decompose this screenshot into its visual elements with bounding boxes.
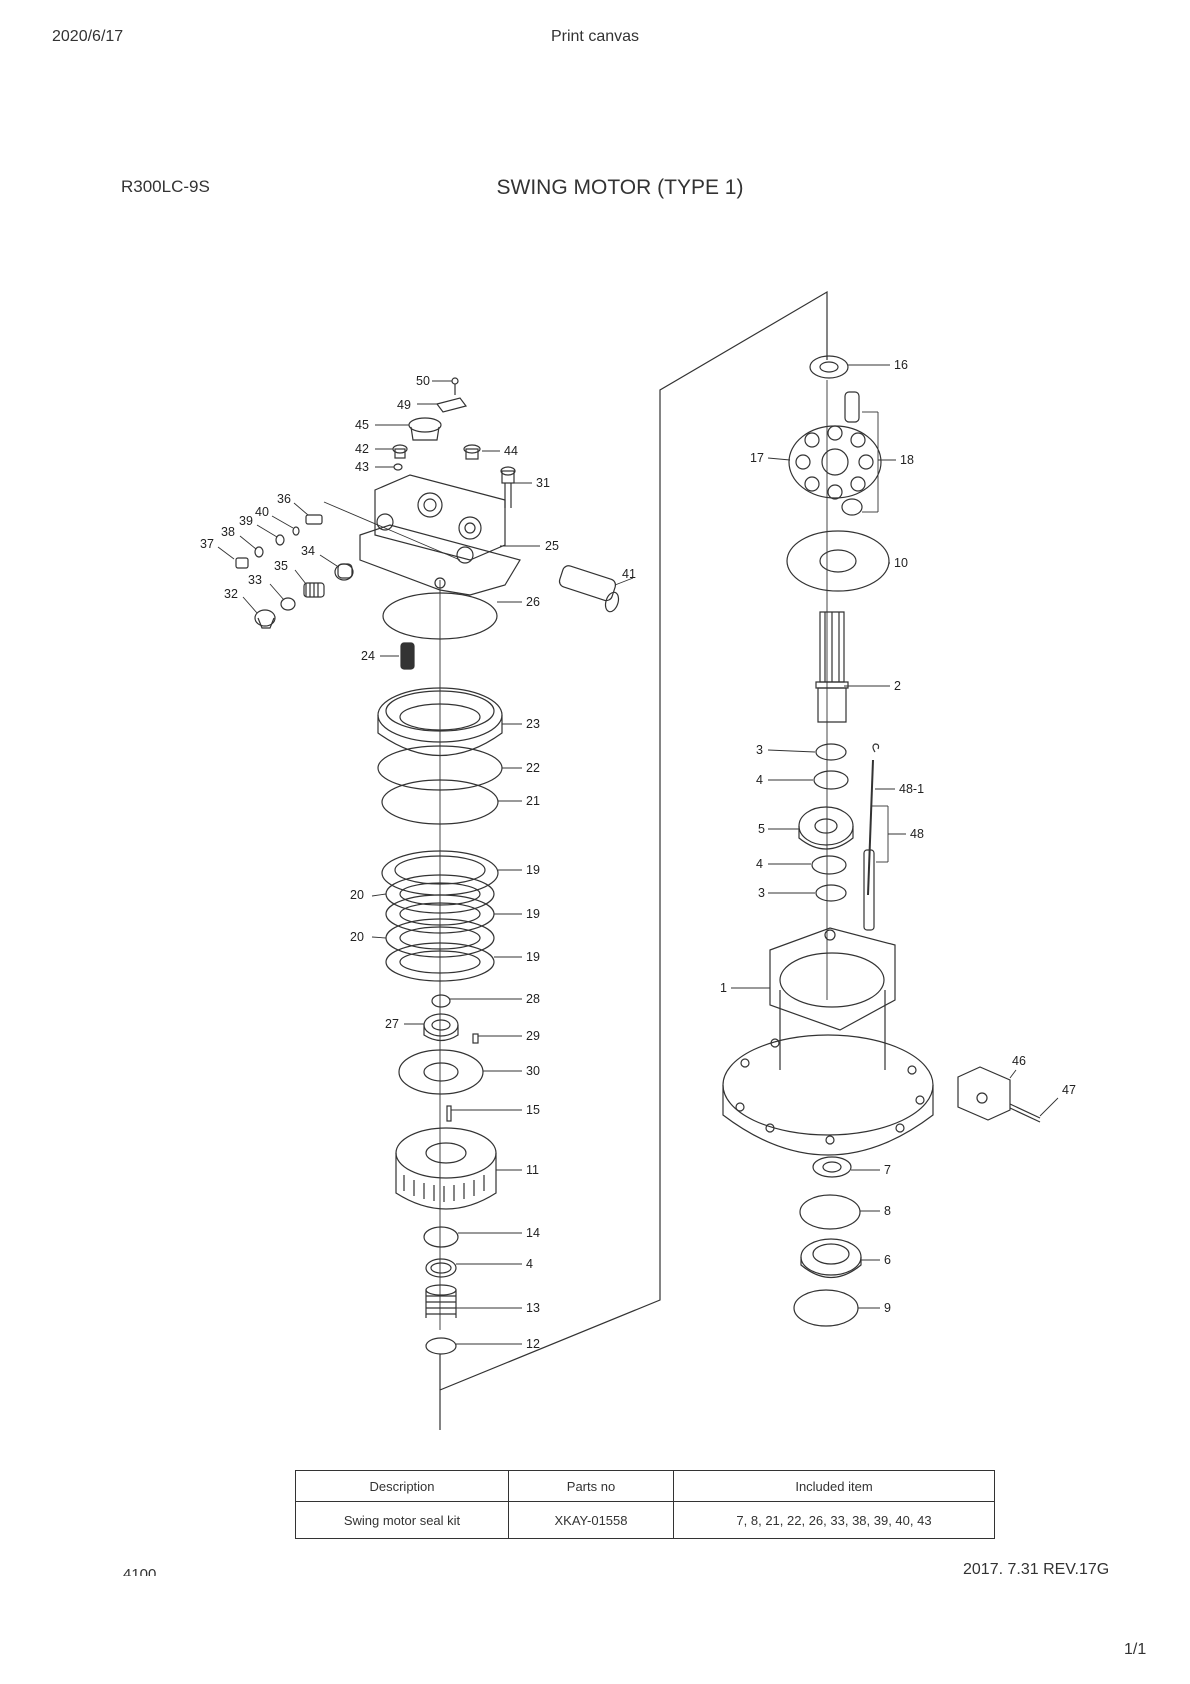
callout-3-a: 3 xyxy=(756,743,763,757)
callout-20-b: 20 xyxy=(350,930,364,944)
callout-49: 49 xyxy=(397,398,411,412)
callout-48: 48 xyxy=(910,827,924,841)
callout-19-c: 19 xyxy=(526,950,540,964)
print-title: Print canvas xyxy=(550,28,640,45)
callout-22: 22 xyxy=(526,761,540,775)
col-included-item: Included item xyxy=(673,1470,995,1502)
col-parts-no: Parts no xyxy=(508,1470,674,1502)
callout-19-b: 19 xyxy=(526,907,540,921)
assembly-frame-line xyxy=(439,290,828,1430)
callout-24: 24 xyxy=(361,649,375,663)
callout-5: 5 xyxy=(758,822,765,836)
callout-15: 15 xyxy=(526,1103,540,1117)
callout-14: 14 xyxy=(526,1226,540,1240)
callout-23: 23 xyxy=(526,717,540,731)
cell-description: Swing motor seal kit xyxy=(295,1501,509,1539)
callout-27: 27 xyxy=(385,1017,399,1031)
table-row: Swing motor seal kit XKAY-01558 7, 8, 21… xyxy=(295,1501,995,1539)
callout-1: 1 xyxy=(720,981,727,995)
callout-47: 47 xyxy=(1062,1083,1076,1097)
callout-8: 8 xyxy=(884,1204,891,1218)
page-title: SWING MOTOR (TYPE 1) xyxy=(496,176,744,199)
callout-33: 33 xyxy=(248,573,262,587)
callout-12: 12 xyxy=(526,1337,540,1351)
callout-35: 35 xyxy=(274,559,288,573)
callout-44: 44 xyxy=(504,444,518,458)
callout-4-left: 4 xyxy=(526,1257,533,1271)
callout-30: 30 xyxy=(526,1064,540,1078)
callout-25: 25 xyxy=(545,539,559,553)
callout-40: 40 xyxy=(255,505,269,519)
callout-41: 41 xyxy=(622,567,636,581)
callout-38: 38 xyxy=(221,525,235,539)
cell-included-item: 7, 8, 21, 22, 26, 33, 38, 39, 40, 43 xyxy=(673,1501,995,1539)
callout-20-a: 20 xyxy=(350,888,364,902)
callout-11: 11 xyxy=(526,1163,539,1177)
cell-parts-no: XKAY-01558 xyxy=(508,1501,674,1539)
callout-21: 21 xyxy=(526,794,540,808)
callout-34: 34 xyxy=(301,544,315,558)
page-number: 4100 xyxy=(123,1566,157,1576)
callout-18: 18 xyxy=(900,453,914,467)
callout-16: 16 xyxy=(894,358,908,372)
seal-kit-table: Description Parts no Included item Swing… xyxy=(295,1470,995,1539)
callout-36: 36 xyxy=(277,492,291,506)
callout-31: 31 xyxy=(536,476,550,490)
model-code: R300LC-9S xyxy=(121,177,210,196)
callout-4-b: 4 xyxy=(756,857,763,871)
callout-6: 6 xyxy=(884,1253,891,1267)
callout-13: 13 xyxy=(526,1301,540,1315)
callout-43: 43 xyxy=(355,460,369,474)
callout-42: 42 xyxy=(355,442,369,456)
callout-28: 28 xyxy=(526,992,540,1006)
callout-48-1: 48-1 xyxy=(899,782,924,796)
callout-17: 17 xyxy=(750,451,764,465)
callout-4-a: 4 xyxy=(756,773,763,787)
callout-7: 7 xyxy=(884,1163,891,1177)
callout-45: 45 xyxy=(355,418,369,432)
callout-19-a: 19 xyxy=(526,863,540,877)
callout-2: 2 xyxy=(894,679,901,693)
callout-9: 9 xyxy=(884,1301,891,1315)
callout-29: 29 xyxy=(526,1029,540,1043)
pager: 1/1 xyxy=(1124,1641,1147,1658)
table-header-row: Description Parts no Included item xyxy=(295,1470,995,1502)
revision-date: 2017. 7.31 REV.17G xyxy=(963,1561,1110,1578)
print-date: 2020/6/17 xyxy=(52,28,124,45)
callout-26: 26 xyxy=(526,595,540,609)
callout-50: 50 xyxy=(416,374,430,388)
callout-37: 37 xyxy=(200,537,214,551)
callout-3-b: 3 xyxy=(758,886,765,900)
callout-46: 46 xyxy=(1012,1054,1026,1068)
callout-10: 10 xyxy=(894,556,908,570)
callout-39: 39 xyxy=(239,514,253,528)
col-description: Description xyxy=(295,1470,509,1502)
callout-32: 32 xyxy=(224,587,238,601)
